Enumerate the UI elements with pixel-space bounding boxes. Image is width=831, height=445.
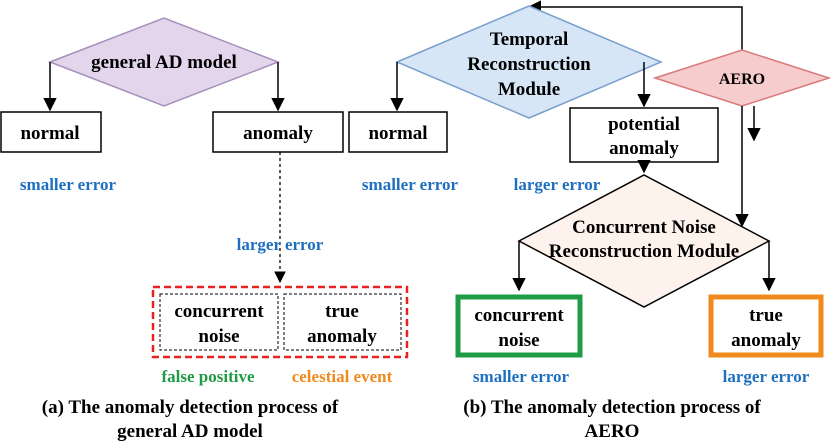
caption-right-line1: (b) The anomaly detection process of [463, 397, 761, 418]
concurrent-noise-box-left [159, 293, 279, 351]
noise-module-line2: Reconstruction Module [549, 241, 740, 262]
aero-feedback-arrow [527, 0, 743, 60]
potential-anomaly-box [569, 107, 719, 163]
true-anomaly-line2-right: anomaly [731, 330, 801, 351]
right-panel: Temporal Reconstruction Module AERO norm… [348, 0, 831, 442]
concurrent-noise-line1-right: concurrent [474, 305, 564, 326]
temporal-line1: Temporal [490, 29, 568, 50]
concurrent-noise-line1-left: concurrent [174, 301, 264, 322]
general-ad-model-label: general AD model [91, 52, 237, 73]
caption-left-line2: general AD model [117, 421, 263, 442]
anomaly-label-left: anomaly [243, 123, 313, 144]
false-positive-label: false positive [161, 367, 254, 386]
caption-left-line1: (a) The anomaly detection process of [42, 397, 339, 418]
normal-label-right: normal [368, 123, 427, 144]
smaller-error-left: smaller error [20, 175, 117, 194]
anomaly-box-left [212, 111, 344, 153]
true-anomaly-line2-left: anomaly [307, 326, 377, 347]
larger-error-right: larger error [514, 175, 601, 194]
temporal-module-diamond [395, 5, 663, 119]
normal-box-left [0, 111, 102, 153]
true-anomaly-line1-right: true [749, 305, 783, 326]
potential-line1: potential [608, 114, 680, 135]
aero-diamond [652, 49, 831, 107]
noise-module-line1: Concurrent Noise [572, 217, 716, 238]
temporal-line3: Module [498, 79, 560, 100]
normal-label-left: normal [20, 123, 79, 144]
larger-error-bottom: larger error [723, 367, 810, 386]
concurrent-noise-line2-right: noise [498, 330, 539, 351]
temporal-line2: Reconstruction [467, 54, 591, 75]
left-panel: general AD model normal anomaly smaller … [0, 17, 409, 442]
caption-right-line2: AERO [585, 421, 640, 442]
concurrent-noise-line2-left: noise [198, 326, 239, 347]
true-anomaly-line1-left: true [325, 301, 359, 322]
normal-box-right [348, 111, 448, 153]
concurrent-noise-box-right [455, 294, 583, 358]
true-anomaly-box-right [708, 294, 824, 358]
smaller-error-bottom: smaller error [473, 367, 570, 386]
aero-label: AERO [719, 71, 765, 88]
larger-error-left: larger error [237, 235, 324, 254]
celestial-event-label: celestial event [292, 367, 393, 386]
true-anomaly-box-left [283, 293, 402, 351]
potential-line2: anomaly [609, 138, 679, 159]
smaller-error-right: smaller error [362, 175, 459, 194]
red-dashed-group [151, 285, 409, 359]
